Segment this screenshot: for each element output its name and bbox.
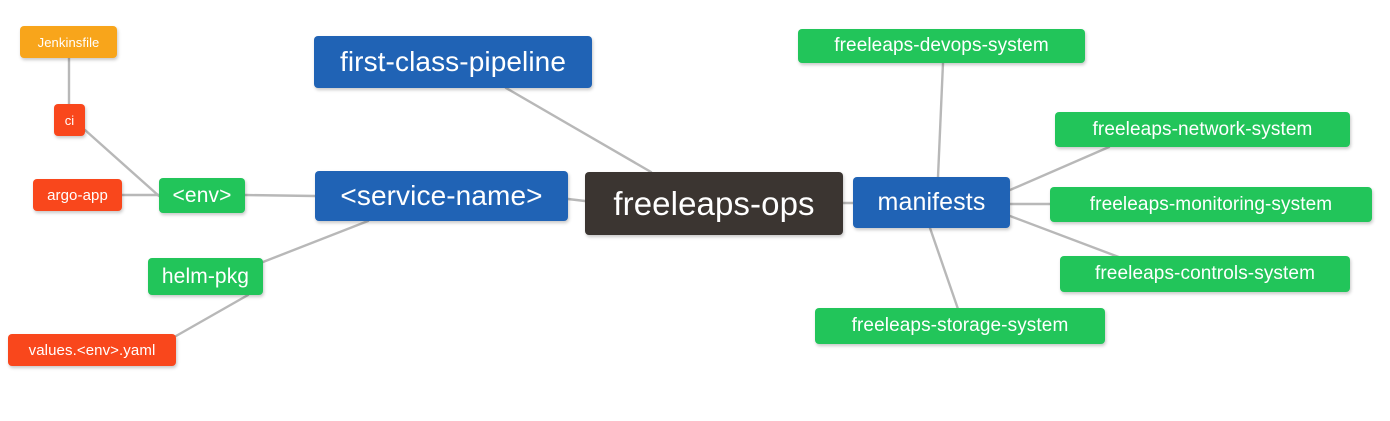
node-freeleaps-storage-system[interactable]: freeleaps-storage-system [815,308,1105,344]
edge-manifests-devops [936,61,945,179]
edge-env-servicename [243,193,317,198]
node-first-class-pipeline[interactable]: first-class-pipeline [314,36,592,88]
node-service-name[interactable]: <service-name> [315,171,568,221]
node-freeleaps-controls-system[interactable]: freeleaps-controls-system [1060,256,1350,292]
edge-manifests-controls [1008,214,1126,261]
node-ci[interactable]: ci [54,104,85,136]
node-env[interactable]: <env> [159,178,245,213]
node-freeleaps-ops[interactable]: freeleaps-ops [585,172,843,235]
node-jenkinsfile[interactable]: Jenkinsfile [20,26,117,58]
edge-helmpkg-servicename [261,219,370,264]
node-freeleaps-devops-system[interactable]: freeleaps-devops-system [798,29,1085,63]
node-helm-pkg[interactable]: helm-pkg [148,258,263,295]
edge-valuesyaml-helmpkg [174,293,250,338]
edge-manifests-storage [928,226,960,311]
edge-servicename-root [566,197,587,203]
node-freeleaps-network-system[interactable]: freeleaps-network-system [1055,112,1350,147]
node-argo-app[interactable]: argo-app [33,179,122,211]
node-manifests[interactable]: manifests [853,177,1010,228]
node-values-yaml[interactable]: values.<env>.yaml [8,334,176,366]
edge-manifests-network [1008,145,1111,192]
edge-firstclasspipeline-root [504,86,653,174]
node-freeleaps-monitoring-system[interactable]: freeleaps-monitoring-system [1050,187,1372,222]
